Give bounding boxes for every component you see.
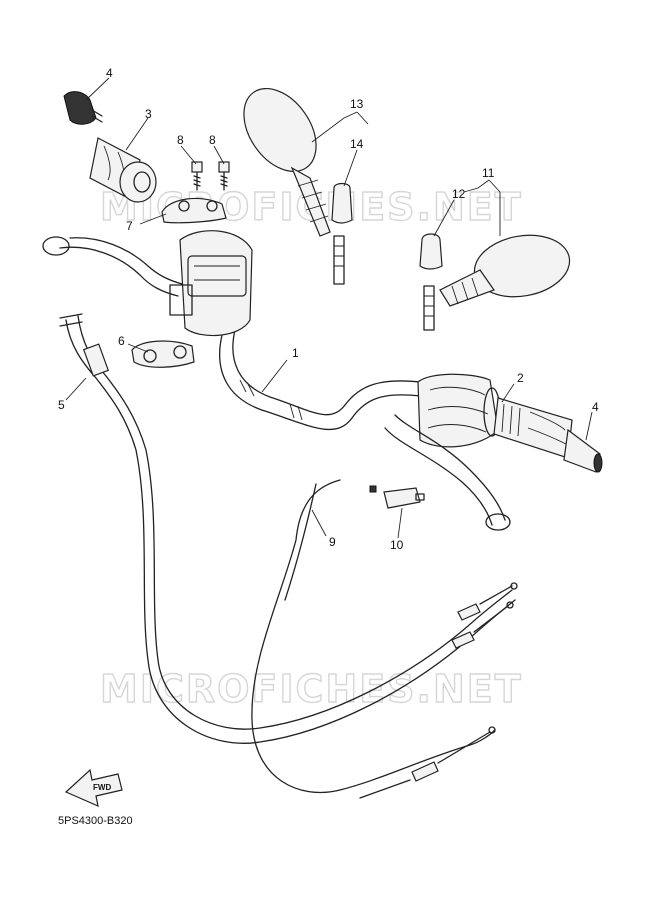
right-grip — [493, 397, 603, 473]
throttle-lever — [384, 414, 511, 531]
diagram-code: 5PS4300-B320 — [58, 815, 133, 827]
cable-fitting-upper — [451, 582, 518, 649]
callout-4-left: 4 — [106, 66, 113, 80]
right-mirror — [423, 234, 571, 331]
cable-5 — [59, 313, 516, 744]
callout-13: 13 — [350, 97, 364, 111]
mirror-cover-left — [331, 182, 353, 224]
left-bar-end — [63, 91, 103, 125]
callout-2: 2 — [517, 371, 524, 385]
callout-14: 14 — [350, 137, 364, 151]
callout-labels: 1 2 3 4 4 5 6 7 8 8 9 10 11 12 13 14 — [58, 66, 599, 552]
callout-8-left: 8 — [177, 133, 184, 147]
left-master-cylinder — [169, 230, 253, 337]
fwd-label: FWD — [93, 783, 111, 792]
upper-clamp — [161, 197, 227, 224]
callout-11: 11 — [482, 166, 495, 180]
watermark-bottom: MICROFICHES.NET — [100, 667, 523, 711]
callout-1: 1 — [292, 346, 299, 360]
left-grip — [89, 137, 157, 203]
fwd-arrow: FWD — [64, 768, 123, 808]
left-lever — [42, 236, 183, 297]
cable-fitting-lower — [359, 726, 496, 799]
handlebar — [219, 329, 421, 431]
callout-3: 3 — [145, 107, 152, 121]
callout-6: 6 — [118, 334, 125, 348]
callout-8-right: 8 — [209, 133, 216, 147]
left-mirror — [243, 87, 345, 285]
callout-4-right: 4 — [592, 400, 599, 414]
callout-5: 5 — [58, 398, 65, 412]
right-switch-housing — [417, 373, 501, 448]
bolt-right — [218, 161, 230, 191]
cable-9 — [251, 479, 496, 794]
clutch-switch — [369, 485, 425, 509]
callout-10: 10 — [390, 538, 404, 552]
leader-lines — [65, 77, 593, 539]
callout-12: 12 — [452, 187, 466, 201]
callout-9: 9 — [329, 535, 336, 549]
callout-7: 7 — [126, 219, 133, 233]
bolt-left — [191, 161, 203, 191]
mirror-cap-right — [419, 233, 443, 270]
lower-clamp — [131, 340, 195, 368]
